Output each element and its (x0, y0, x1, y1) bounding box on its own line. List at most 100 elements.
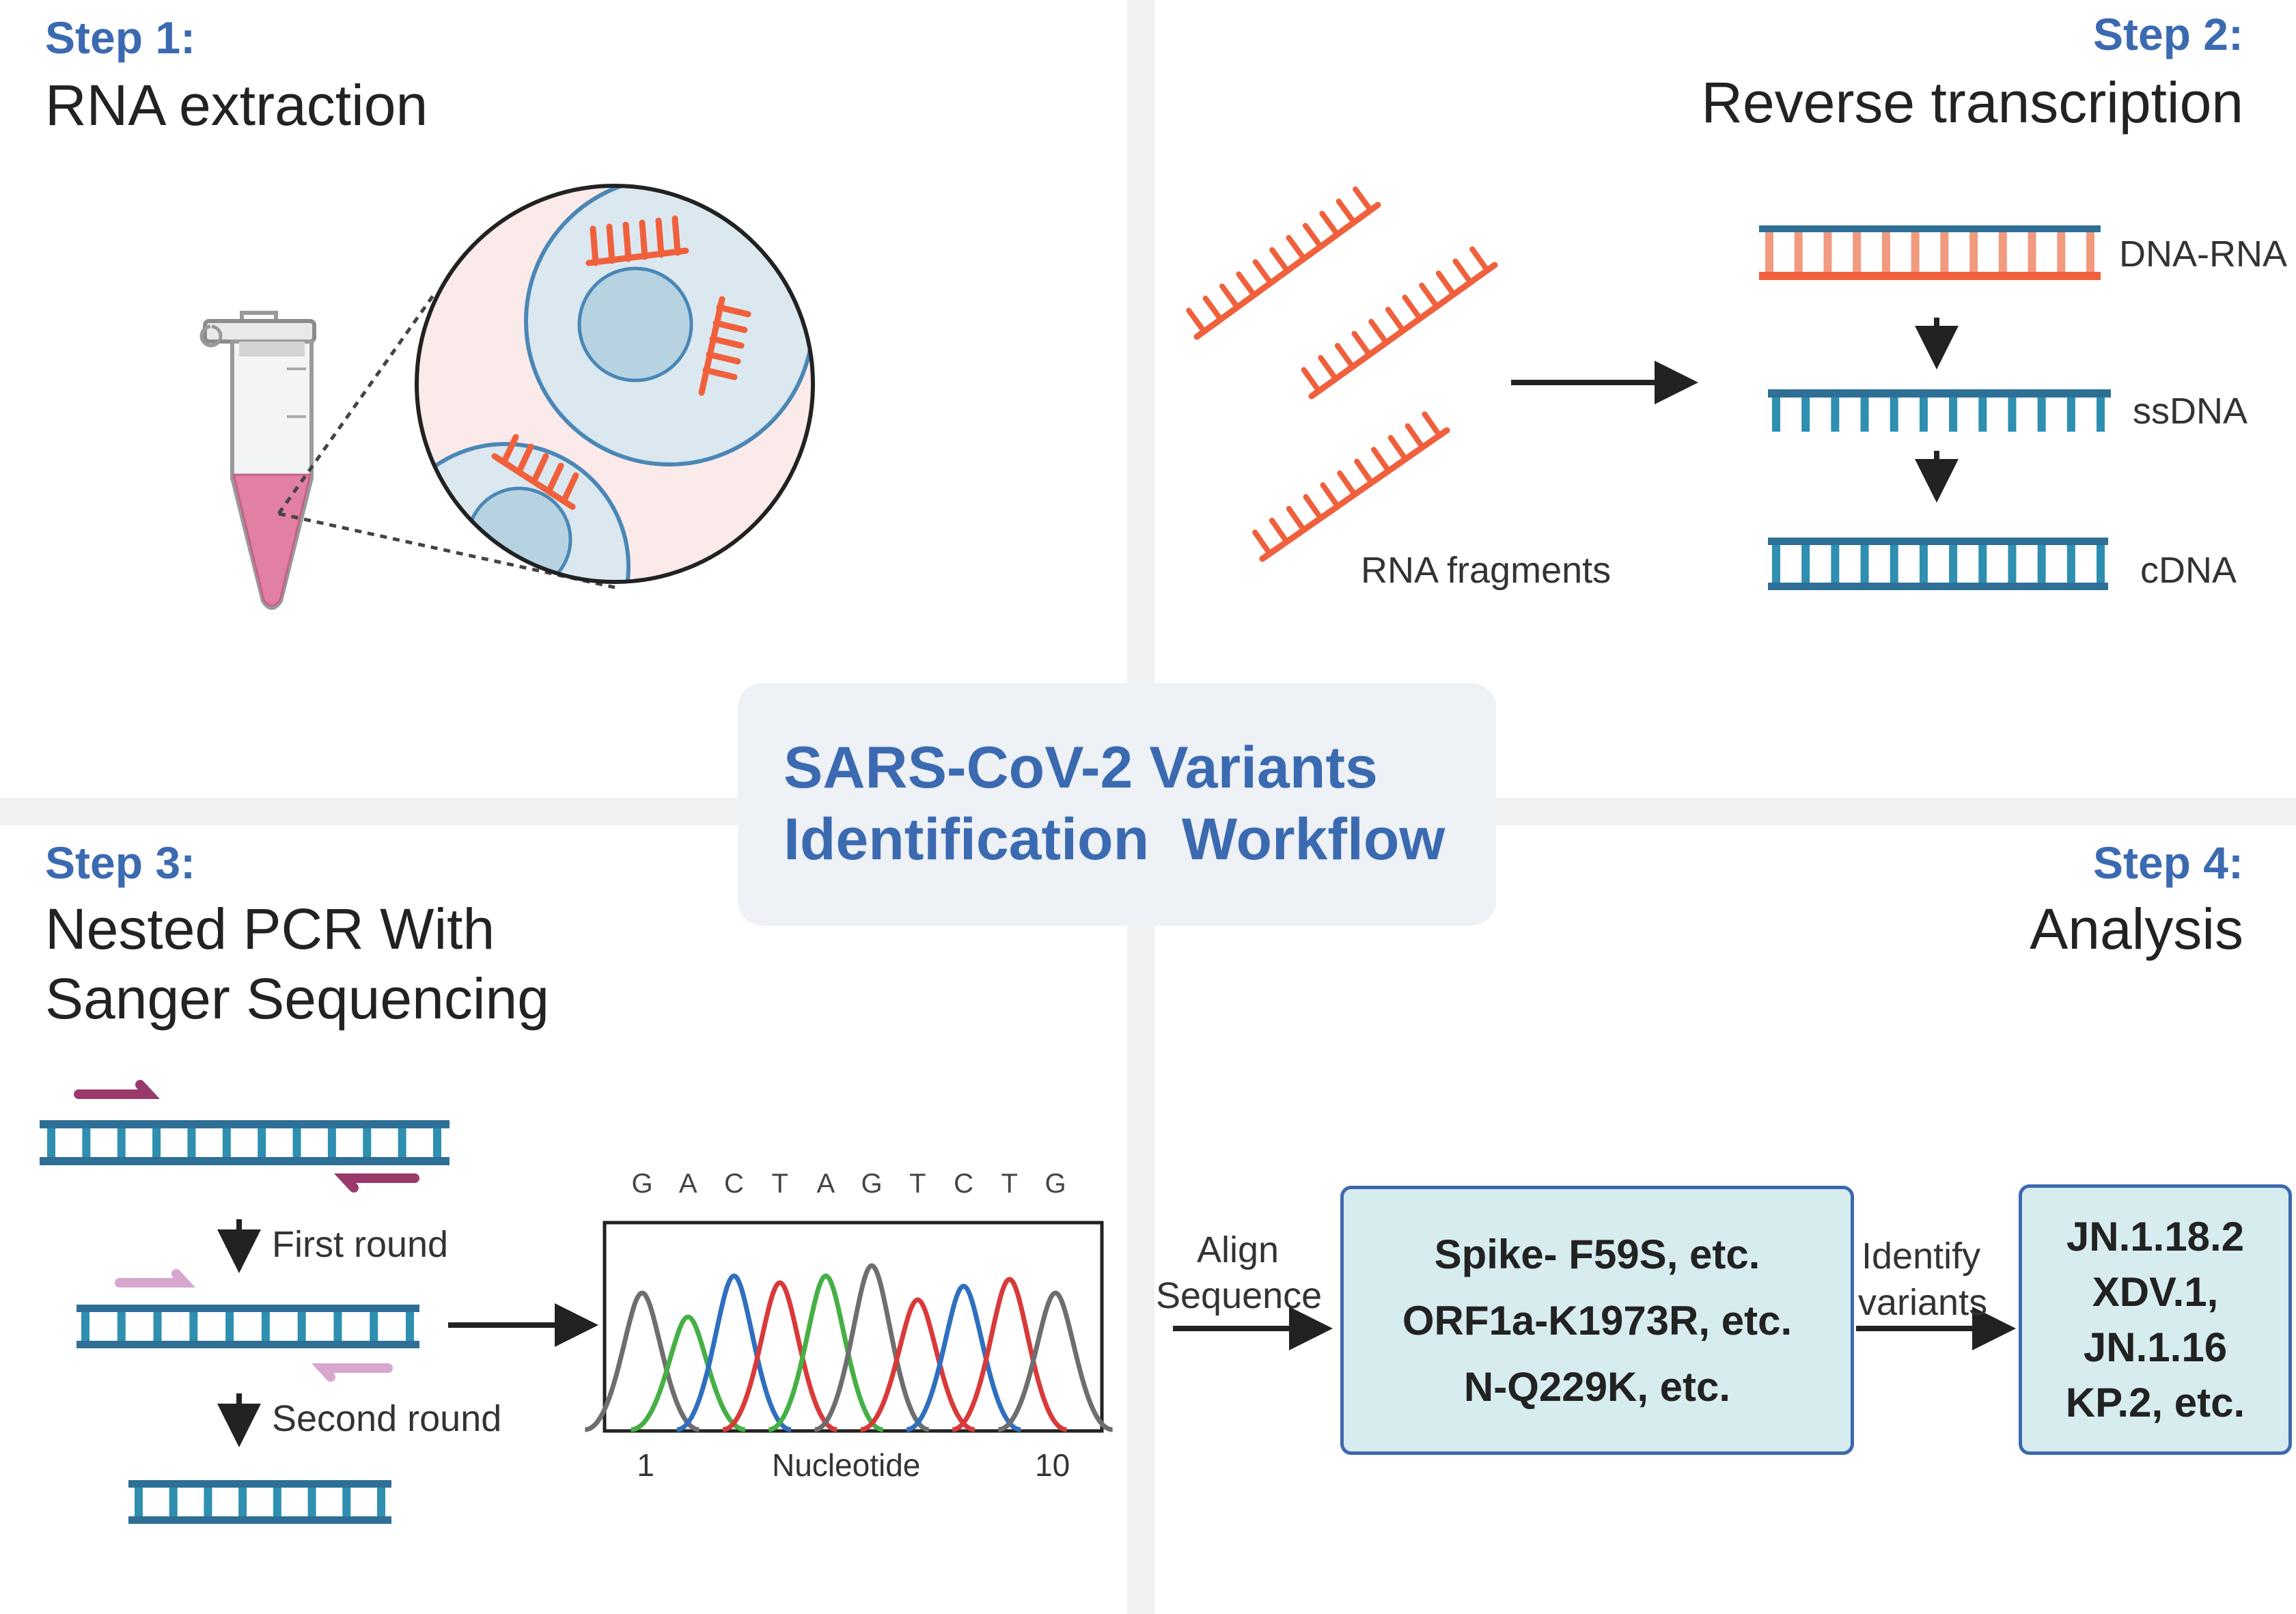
base-pair-rung (1772, 545, 1780, 583)
mutation-line: N-Q229K, etc. (1463, 1363, 1731, 1410)
base-pair-rung (2028, 232, 2036, 272)
base-pair-rung (1940, 232, 1949, 272)
sequence-letter: C (954, 1169, 973, 1199)
base-pair-rung (1831, 398, 1840, 432)
base-pair-rung (307, 1488, 316, 1516)
base-pair-rung (2008, 545, 2017, 583)
base-pair-rung (2086, 232, 2094, 272)
variants-box: JN.1.18.2 XDV.1, JN.1.16 KP.2, etc. (2019, 1184, 2292, 1455)
step3-title-line1: Nested PCR With (45, 897, 495, 961)
step2-title: Reverse transcription (1701, 70, 2243, 135)
rna-base (1219, 283, 1241, 310)
chromatogram-peak (584, 1290, 700, 1432)
second-round-label: Second round (272, 1398, 502, 1439)
base-pair-rung (169, 1488, 178, 1516)
rna-base (1269, 517, 1290, 545)
sequence-letter: G (631, 1169, 653, 1199)
base-pair-rung (238, 1488, 247, 1516)
sanger-chromatogram (584, 1221, 1114, 1433)
base-pair-rung (189, 1312, 198, 1341)
forward-outer-primer (74, 1080, 161, 1099)
base-pair-rung (1978, 398, 1987, 432)
base-pair-rung (82, 1128, 91, 1157)
sequence-letter: G (1045, 1169, 1066, 1199)
base-pair-rung (1949, 545, 1958, 583)
template-dna-duplex (40, 1080, 449, 1193)
rna-base (1387, 434, 1409, 462)
base-pair-rung (406, 1312, 414, 1341)
base-pair-rung (1911, 232, 1920, 272)
chromatogram-peak (952, 1277, 1068, 1432)
base-pair-rung (1949, 398, 1958, 432)
base-pair-rung (204, 1488, 212, 1516)
rna-base (1351, 331, 1372, 358)
workflow-title-line2: Identification Workflow (784, 806, 1446, 872)
rna-base (1405, 423, 1426, 450)
sequence-letter: T (771, 1169, 788, 1199)
base-pair-rung (342, 1488, 351, 1516)
chromatogram-peak (860, 1297, 976, 1432)
rna-fragments-label: RNA fragments (1361, 550, 1612, 591)
rna-base (1419, 282, 1440, 309)
rna-base (1303, 494, 1324, 521)
identify-label-line2: variants (1858, 1282, 1988, 1323)
rna-base (1452, 258, 1474, 286)
base-pair-rung (2037, 398, 2046, 432)
base-pair-rung (1853, 232, 1862, 272)
base-pair-rung (2037, 545, 2046, 583)
variant-line: XDV.1, (2092, 1269, 2219, 1315)
sequence-letter: G (861, 1169, 883, 1199)
rna-base (1252, 529, 1273, 557)
second-round-product (128, 1480, 391, 1524)
base-pair-rung (81, 1312, 89, 1341)
base-pair-rung (153, 1312, 162, 1341)
x-axis-label: Nucleotide (772, 1447, 921, 1483)
rna-base (1354, 458, 1374, 486)
base-pair-rung (1860, 398, 1869, 432)
chromatogram-peak (722, 1280, 838, 1432)
rna-base (1368, 318, 1389, 346)
rna-base (1286, 235, 1307, 262)
base-pair-rung (117, 1312, 126, 1341)
ssdna-label: ssDNA (2133, 391, 2248, 432)
base-pair-rung (1890, 398, 1898, 432)
align-label-line2: Sequence (1156, 1275, 1323, 1316)
sample-tube-icon (199, 311, 316, 610)
mutation-line: ORF1a-K1973R, etc. (1402, 1297, 1793, 1344)
rna-base (1422, 411, 1443, 439)
base-pair-rung (292, 1128, 301, 1157)
chromatogram-peak (768, 1273, 884, 1432)
base-pair-rung (2097, 398, 2105, 432)
base-pair-rung (1978, 545, 1987, 583)
chromatogram-peak (676, 1273, 792, 1432)
base-pair-rung (1794, 232, 1803, 272)
step4-label: Step 4: (2092, 837, 2243, 888)
step3-label: Step 3: (45, 837, 196, 888)
base-pair-rung (1919, 545, 1928, 583)
base-pair-rung (1772, 398, 1780, 432)
chromatogram-peak (906, 1283, 1021, 1432)
rna-base (1469, 246, 1491, 273)
rna-fragment (1186, 186, 1381, 340)
rna-base (1318, 354, 1339, 382)
rna-base (1302, 223, 1324, 249)
sequence-letter: A (678, 1169, 697, 1199)
rna-base (1337, 470, 1357, 497)
rna-base (1301, 367, 1322, 394)
base-pair-rung (273, 1488, 281, 1516)
ssdna-strand (1768, 389, 2111, 432)
reverse-inner-primer (312, 1363, 393, 1382)
rna-base (1385, 307, 1406, 333)
rna-base (1370, 447, 1392, 474)
rna-base (1435, 270, 1456, 298)
dna-rna-hybrid (1759, 225, 2101, 280)
base-pair-rung (1969, 232, 1978, 272)
rna-base (1334, 343, 1356, 370)
base-pair-rung (1831, 545, 1840, 583)
rna-base (1402, 294, 1423, 322)
x-end-label: 10 (1035, 1447, 1070, 1483)
rna-fragment (1301, 246, 1498, 400)
